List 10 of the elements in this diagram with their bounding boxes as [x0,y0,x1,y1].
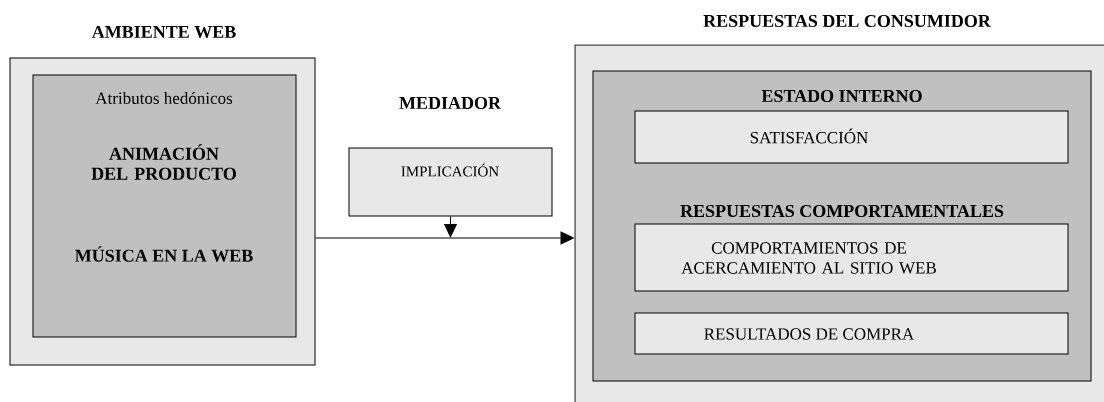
inner-box: Atributos hedónicos ANIMACIÓN DEL PRODUCTO MÚSICA EN LA WEB [32,74,297,338]
item-box: RESULTADOS DE COMPRA [634,312,1069,355]
node-label: RESPUESTAS DEL CONSUMIDOR [703,14,991,28]
arrow [315,231,574,245]
arrow [444,216,457,238]
item-box: SATISFACCIÓN [634,110,1069,164]
item-box: COMPORTAMIENTOS DE ACERCAMIENTO AL SITIO WEB [634,223,1069,292]
mediator-box: MEDIADOR IMPLICACIÓN [348,96,553,217]
node-label: MEDIADOR [399,96,502,110]
node-label: AMBIENTE WEB [91,25,236,39]
